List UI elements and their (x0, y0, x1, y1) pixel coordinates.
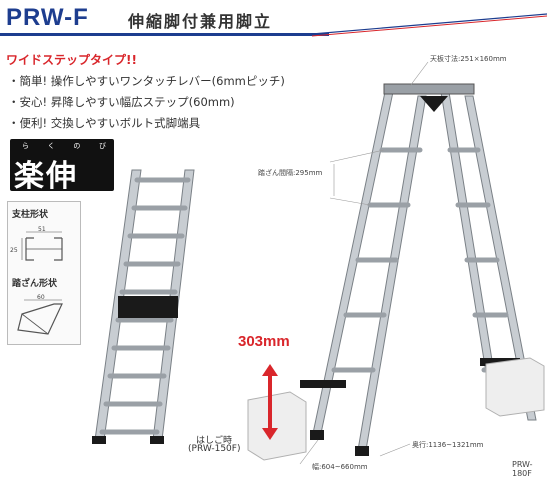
ladder-straight (92, 169, 195, 444)
type-label: ワイドステップタイプ!! (6, 53, 137, 67)
feature-item: ・安心! 昇降しやすい幅広ステップ(60mm) (8, 95, 235, 109)
header-decoration (312, 13, 547, 37)
width-dim: 幅:604~660mm (312, 463, 368, 471)
logo-ruby-char: ら (22, 142, 29, 150)
feature-item: ・便利! 交換しやすいボルト式脚端具 (8, 116, 201, 130)
top-plate-size: 天板寸法:251×160mm (430, 55, 507, 63)
pillar-profile-title: 支柱形状 (12, 210, 49, 220)
ladder-model: (PRW-150F) (188, 444, 241, 454)
depth-dim: 奥行:1136~1321mm (412, 441, 484, 449)
logo-ruby-char: く (47, 142, 55, 150)
profile-panel (7, 201, 81, 345)
pillar-width-dim: 51 (38, 226, 46, 233)
ladder-caption: はしご時 (196, 436, 233, 446)
height-arrow (262, 364, 278, 440)
support-block (247, 357, 545, 461)
pillar-height-dim: 25 (10, 247, 18, 254)
pillar-profile-icon (21, 231, 63, 261)
step-profile-title: 踏ざん形状 (12, 279, 58, 289)
step-profile-icon (17, 299, 63, 335)
brand-logo (10, 139, 114, 191)
logo-ruby: ら く の び (22, 141, 106, 151)
height-value: 303mm (238, 333, 290, 350)
logo-text: 楽伸 (14, 159, 78, 194)
stepladder-model: PRW-180F (512, 460, 533, 478)
header-rule (0, 33, 329, 36)
step-width-dim: 60 (37, 294, 45, 301)
page-subtitle: 伸縮脚付兼用脚立 (128, 12, 273, 31)
logo-ruby-char: の (73, 142, 81, 150)
stepladder (300, 83, 537, 456)
page-title: PRW-F (6, 4, 89, 31)
logo-ruby-char: び (98, 142, 106, 150)
feature-item: ・簡単! 操作しやすいワンタッチレバー(6mmピッチ) (8, 74, 285, 88)
step-interval: 踏ざん間隔:295mm (258, 169, 323, 177)
